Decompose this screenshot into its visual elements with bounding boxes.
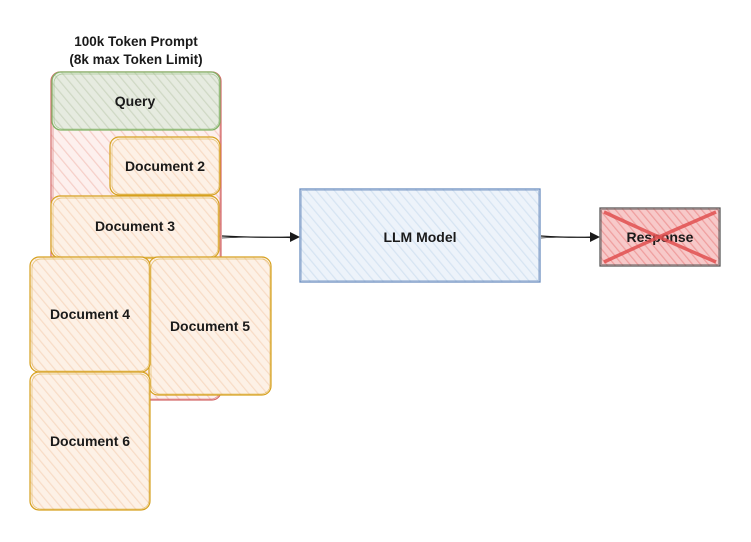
document-2-box: Document 2 [109,136,221,196]
document-3-box: Document 3 [50,195,220,259]
llm-model-box: LLM Model [299,188,541,283]
prompt-title-line1: 100k Token Prompt [74,34,198,49]
document-6-label: Document 6 [50,433,130,449]
document-2-label: Document 2 [125,158,205,174]
response-cross-icon [603,210,717,264]
prompt-title-line2: (8k max Token Limit) [69,52,202,67]
query-box: Query [51,71,221,131]
llm-model-label: LLM Model [383,229,456,245]
arrow-model-to-response [540,232,600,242]
document-4-label: Document 4 [50,306,130,322]
query-label: Query [115,93,156,109]
document-3-label: Document 3 [95,218,175,234]
document-5-label: Document 5 [170,318,250,334]
document-4-box: Document 4 [29,256,151,373]
response-box: Response [599,207,721,267]
document-5-box: Document 5 [148,256,272,396]
document-6-box: Document 6 [29,371,151,511]
arrow-prompt-to-model [221,232,300,242]
